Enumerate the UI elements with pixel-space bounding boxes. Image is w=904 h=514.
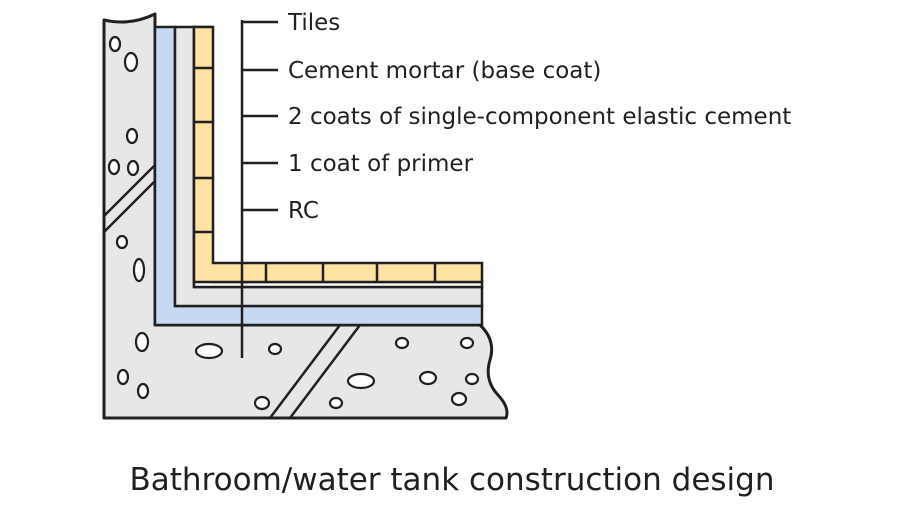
label-tiles: Tiles xyxy=(287,10,340,36)
tiles-layer xyxy=(192,25,484,284)
leader-lines xyxy=(240,20,278,358)
diagram-caption: Bathroom/water tank construction design xyxy=(130,462,775,498)
tile-joints xyxy=(194,66,437,282)
break-line-horizontal xyxy=(269,324,361,419)
label-cement-mortar: Cement mortar (base coat) xyxy=(288,58,601,84)
label-elastic-cement: 2 coats of single-component elastic ceme… xyxy=(288,104,791,130)
break-line-vertical xyxy=(103,164,156,233)
label-primer: 1 coat of primer xyxy=(288,151,474,177)
aggregate-pebbles xyxy=(107,35,480,411)
label-rc: RC xyxy=(288,198,319,224)
